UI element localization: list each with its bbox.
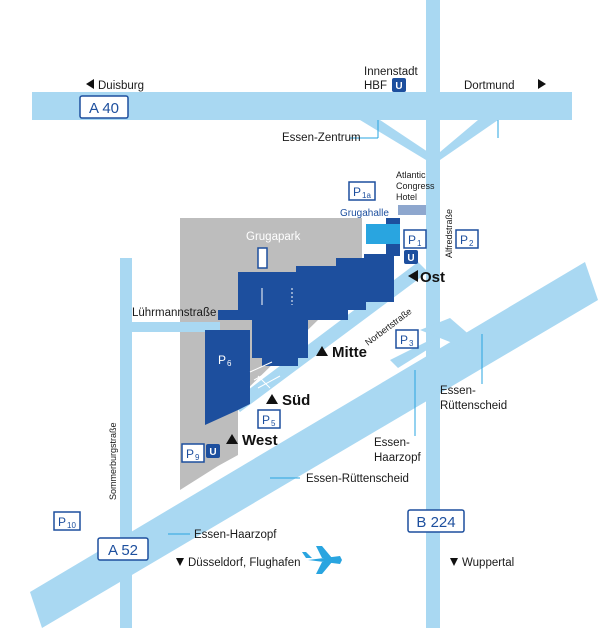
entrance-sued: Süd (282, 392, 310, 409)
direction-duisburg: Duisburg (98, 80, 144, 92)
svg-text:P: P (262, 413, 270, 427)
triangle-down-icon (176, 558, 184, 566)
a40-shield: A 40 (79, 95, 129, 119)
svg-text:10: 10 (67, 521, 76, 530)
entrance-ost: Ost (420, 269, 445, 286)
exit-a52-ruettenscheid: Essen-Rüttenscheid (306, 473, 409, 485)
parking-p1a: P 1a (348, 181, 376, 201)
entrance-mitte: Mitte (332, 344, 367, 361)
svg-text:P: P (460, 233, 468, 247)
ramp-a52-east (420, 318, 480, 350)
hall-top-left (238, 272, 298, 312)
direction-duesseldorf: Düsseldorf, Flughafen (188, 557, 301, 569)
ramp-b224-link (390, 340, 430, 368)
hall-top-right (336, 258, 366, 310)
svg-text:2: 2 (469, 239, 474, 248)
exit-essen-zentrum: Essen-Zentrum (282, 132, 361, 144)
hall-6 (205, 330, 250, 425)
exhibition-buildings (205, 218, 400, 425)
svg-text:U: U (209, 447, 216, 458)
interchange-ramp-right (440, 120, 498, 160)
street-sommerburgstrasse: Sommerburgstraße (108, 422, 118, 500)
svg-text:6: 6 (227, 359, 232, 368)
a52-label: A 52 (108, 542, 138, 559)
building-details (249, 288, 293, 389)
hall-mid (252, 318, 308, 358)
a40-label: A 40 (89, 100, 119, 117)
a52-shield: A 52 (97, 537, 149, 561)
svg-text:3: 3 (409, 339, 414, 348)
hall-strip (218, 310, 348, 320)
parking-p5: P 5 (257, 409, 281, 429)
svg-text:P: P (186, 447, 194, 461)
parking-p2: P 2 (455, 229, 479, 249)
entrance-west: West (242, 432, 278, 449)
exit-b224-ruettenscheid-1: Essen- (440, 385, 476, 397)
sommerburgstrasse-road (120, 258, 132, 628)
svg-text:P: P (58, 515, 66, 529)
svg-text:5: 5 (271, 419, 276, 428)
triangle-right-icon (538, 79, 546, 89)
svg-text:P: P (408, 233, 416, 247)
triangle-up-icon (266, 394, 278, 404)
svg-text:1a: 1a (362, 191, 371, 200)
b224-shield: B 224 (407, 509, 465, 533)
exit-b224-haarzopf-1: Essen- (374, 437, 410, 449)
luehrmannstrasse-road (130, 322, 220, 332)
svg-text:P: P (400, 333, 408, 347)
direction-hbf: HBF (364, 80, 387, 92)
hotel-label-2: Congress (396, 181, 435, 191)
parking-p9: P 9 (181, 443, 205, 463)
a52-road (30, 262, 598, 628)
atlantic-hotel-block (398, 205, 426, 215)
hotel-label-3: Hotel (396, 192, 417, 202)
grugapark-label: Grugapark (246, 231, 301, 243)
parking-p3: P 3 (395, 329, 419, 349)
svg-text:U: U (395, 81, 402, 92)
airplane-icon (302, 546, 342, 574)
triangle-up-icon (316, 346, 328, 356)
exit-b224-ruettenscheid-2: Rüttenscheid (440, 400, 507, 412)
roads (30, 0, 598, 628)
alfredstrasse-road (426, 0, 440, 628)
svg-text:9: 9 (195, 453, 200, 462)
subway-icon-ost: U (404, 250, 418, 264)
interchange-ramp-left (360, 120, 428, 160)
hall-small (262, 356, 298, 366)
b224-label: B 224 (416, 514, 455, 531)
triangle-up-icon (226, 434, 238, 444)
street-alfredstrasse: Alfredstraße (444, 209, 454, 258)
exit-a52-haarzopf: Essen-Haarzopf (194, 529, 277, 541)
parking-p1: P 1 (403, 229, 427, 249)
subway-icon-west: U (206, 444, 220, 458)
hall-top-mid (296, 266, 338, 310)
exit-b224-haarzopf-2: Haarzopf (374, 452, 421, 464)
street-luehrmannstrasse: Lührmannstraße (132, 307, 216, 319)
triangle-left-icon (408, 270, 418, 282)
parking-p6: P 6 (218, 353, 232, 368)
svg-text:U: U (407, 253, 414, 264)
hotel-label-1: Atlantic (396, 170, 426, 180)
grugahalle-label: Grugahalle (340, 208, 389, 219)
svg-text:P: P (218, 353, 226, 367)
parking-p10: P 10 (53, 511, 81, 531)
grugapark-tower (257, 247, 268, 269)
svg-text:P: P (353, 185, 361, 199)
grugahalle-accent (366, 224, 400, 244)
subway-icon-hbf: U (392, 78, 406, 92)
direction-innenstadt: Innenstadt (364, 66, 419, 78)
direction-wuppertal: Wuppertal (462, 557, 514, 569)
leader-lines (168, 120, 499, 535)
triangle-down-icon (450, 558, 458, 566)
svg-text:1: 1 (417, 239, 422, 248)
triangle-left-icon (86, 79, 94, 89)
direction-dortmund: Dortmund (464, 80, 515, 92)
hall-east (364, 254, 394, 302)
